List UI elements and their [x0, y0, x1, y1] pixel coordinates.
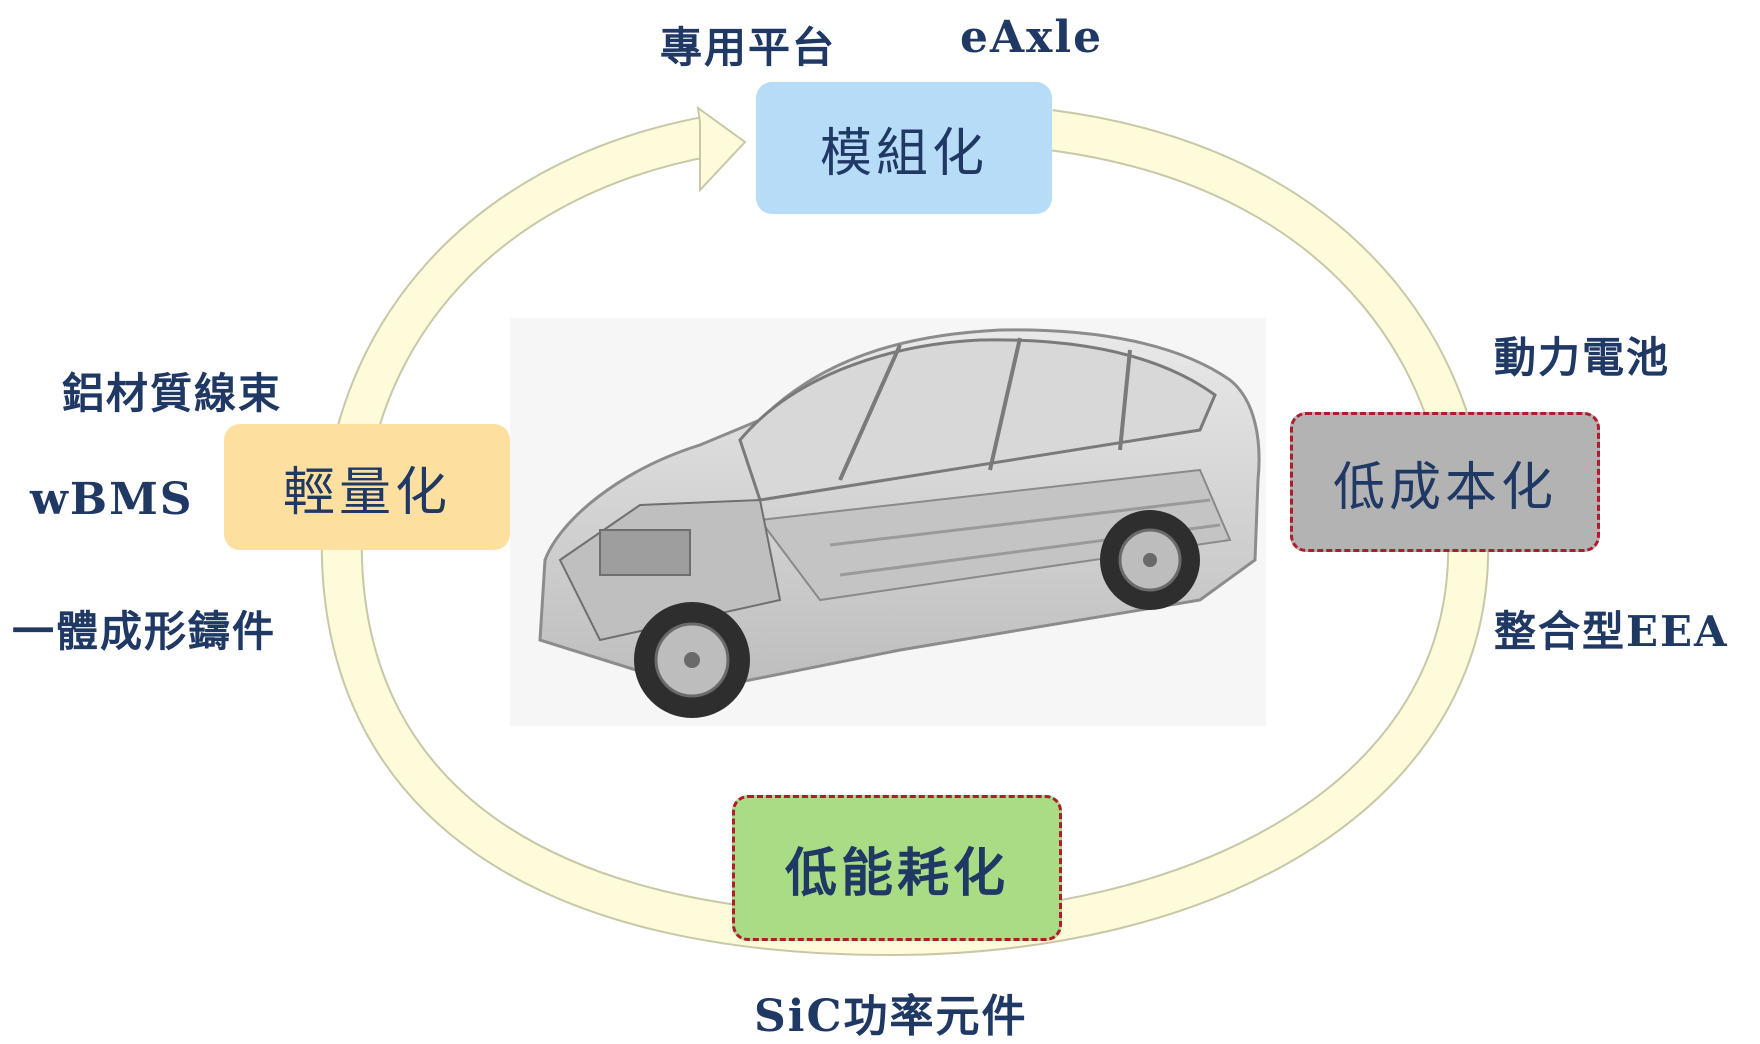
node-lightweighting-label: 輕量化: [282, 462, 451, 523]
annotation-sic-power-device: SiC功率元件: [754, 991, 1028, 1042]
annotation-aluminum-harness: 鋁材質線束: [62, 369, 283, 418]
node-modularization-label: 模組化: [819, 123, 988, 184]
annotation-integrated-eea: 整合型EEA: [1494, 607, 1729, 656]
node-lightweighting: 輕量化: [224, 424, 510, 550]
car-chassis-illustration: [510, 318, 1266, 726]
annotation-dedicated-platform: 專用平台: [660, 23, 837, 72]
node-modularization: 模組化: [756, 82, 1052, 214]
annotation-wbms: wBMS: [30, 474, 194, 525]
node-low-cost-label: 低成本化: [1332, 457, 1557, 518]
annotation-eaxle: eAxle: [960, 12, 1104, 63]
cycle-arrow-head: [696, 105, 747, 193]
node-low-energy-label: 低能耗化: [784, 842, 1009, 904]
node-low-energy: 低能耗化: [732, 795, 1062, 941]
node-low-cost: 低成本化: [1290, 412, 1600, 552]
annotation-power-battery: 動力電池: [1494, 333, 1671, 382]
annotation-integrated-casting: 一體成形鑄件: [12, 607, 277, 656]
